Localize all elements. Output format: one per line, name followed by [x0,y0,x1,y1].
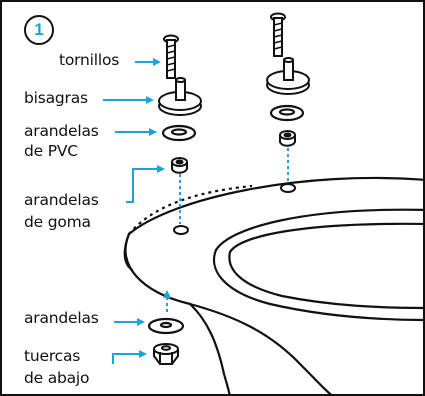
hinge-left [158,77,202,116]
label-arandelas-pvc-line1: arandelas [24,122,99,140]
screw-left [163,34,179,79]
arrow-tuercas [112,350,147,364]
mount-hole-right [280,183,296,193]
label-arandelas-goma-line2: de goma [24,213,91,231]
nut-bottom [153,343,179,365]
label-arandelas-goma-line1: arandelas [24,191,99,209]
label-tornillos: tornillos [59,51,120,69]
pvc-washer-right [269,104,305,122]
mount-hole-left [173,225,189,235]
rubber-washer-right [279,130,296,147]
rubber-washer-left [171,157,188,174]
label-tuercas-line1: tuercas [24,347,81,365]
arrow-arandelas-goma [126,165,165,203]
leader-arrows [103,58,165,364]
toilet-bowl [123,176,423,394]
label-arandelas-pvc-line2: de PVC [24,142,78,160]
pvc-washer-left [161,124,197,142]
hinge-right [266,57,310,95]
rim-hidden-edge [128,184,253,235]
label-tuercas-line2: de abajo [24,369,90,387]
washer-bottom [147,317,185,335]
label-arandelas: arandelas [24,309,99,327]
label-bisagras: bisagras [24,89,88,107]
step-number-badge: 1 [24,15,54,45]
screw-right [270,12,286,57]
